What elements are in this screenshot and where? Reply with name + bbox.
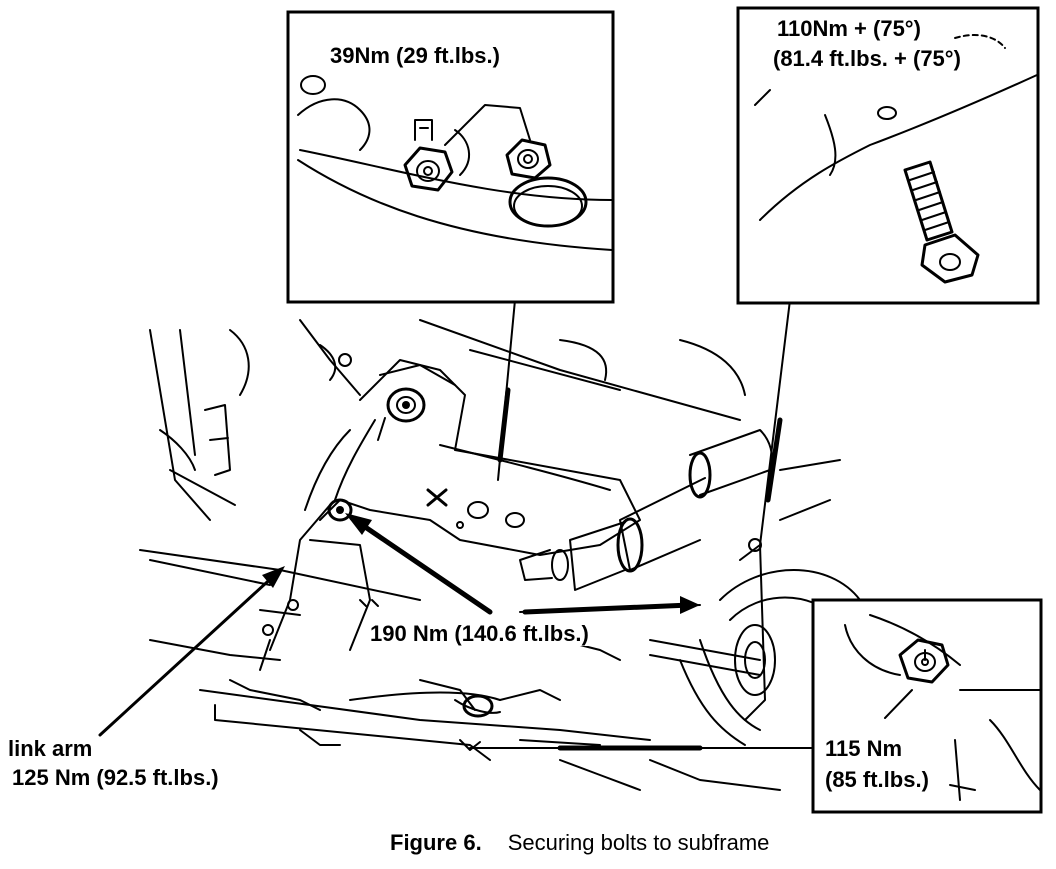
- left-strut: [159, 404, 236, 506]
- inset-top-right: [736, 6, 1040, 305]
- figure-caption-text: Securing bolts to subframe: [507, 830, 770, 855]
- figure-caption: Figure 6. Securing bolts to subframe: [390, 830, 769, 856]
- inset-top-right-torque-label-ftlbs: (81.4 ft.lbs. + (75°): [773, 46, 961, 71]
- vehicle-body-outline: [149, 319, 841, 521]
- inset-bottom-right: [811, 598, 1043, 814]
- upper-mount-bolt: [386, 387, 426, 423]
- center-bolt: [327, 498, 353, 522]
- driveshaft-tube: [519, 429, 773, 591]
- leader-lines: [98, 299, 821, 751]
- bottom-right-torque-label-nm: 115 Nm: [825, 736, 903, 761]
- inset-top-left-torque-label: 39Nm (29 ft.lbs.): [330, 43, 500, 68]
- subframe-plate: [269, 359, 641, 651]
- bottom-right-torque-label-ftlbs: (85 ft.lbs.): [825, 767, 929, 792]
- link-arm-torque-label: 125 Nm (92.5 ft.lbs.): [12, 765, 219, 790]
- inset-top-right-torque-label-nm: 110Nm + (75°): [777, 16, 921, 41]
- center-bolt-torque-label: 190 Nm (140.6 ft.lbs.): [368, 621, 591, 646]
- lower-link-arm: [139, 549, 651, 761]
- figure-number: Figure 6.: [390, 830, 482, 855]
- rear-hub: [519, 538, 861, 791]
- link-arm-label: link arm: [8, 736, 93, 761]
